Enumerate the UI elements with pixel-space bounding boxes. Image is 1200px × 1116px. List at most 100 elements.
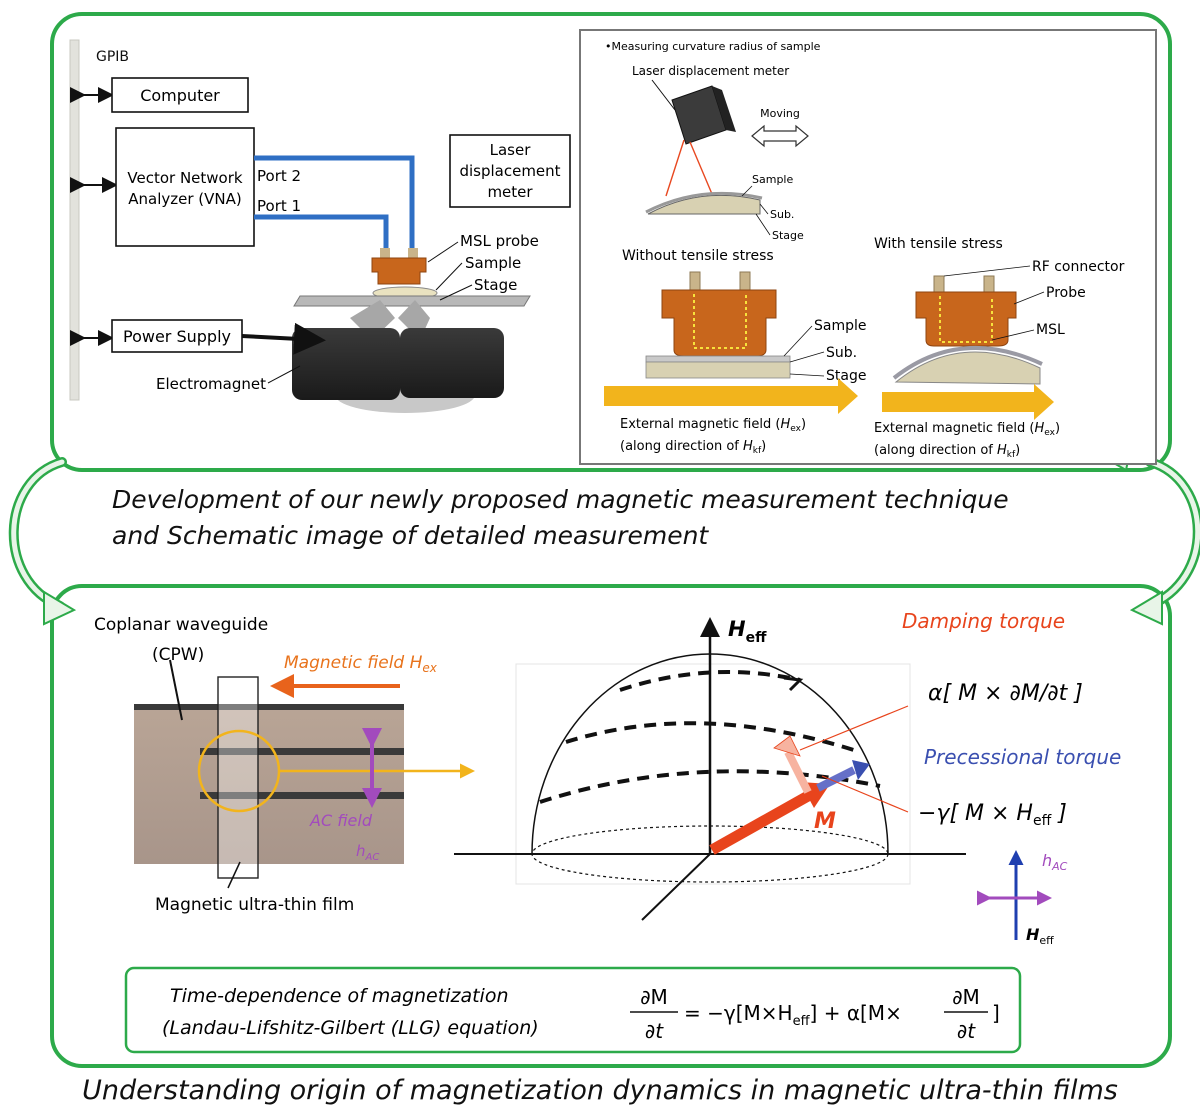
leader-line bbox=[651, 79, 676, 111]
top-frame bbox=[50, 12, 1172, 472]
field-arrow-with bbox=[882, 384, 1054, 420]
legend-heff-label: Heff bbox=[1026, 925, 1054, 947]
sample-label: Sample bbox=[465, 254, 521, 272]
leader-line bbox=[435, 262, 463, 291]
bottom-caption: Understanding origin of magnetization dy… bbox=[82, 1075, 1118, 1106]
llg-line-1: Time-dependence of magnetization bbox=[170, 985, 508, 1007]
cpw-schematic: Coplanar waveguide (CPW) Magnetic field … bbox=[94, 615, 475, 915]
precession-panel bbox=[515, 663, 911, 885]
damping-leader bbox=[799, 705, 909, 751]
laser-meter-side bbox=[712, 86, 736, 132]
precession-orbit bbox=[619, 670, 801, 692]
substrate-layer bbox=[645, 361, 791, 379]
without-stage-label: Stage bbox=[826, 368, 866, 384]
moving-arrow bbox=[751, 124, 809, 148]
curved-film bbox=[645, 191, 763, 214]
leader-line bbox=[741, 185, 753, 197]
laser-meter-label: Laser displacement meter bbox=[632, 64, 789, 78]
leader-line bbox=[227, 861, 241, 889]
llg-line-2: (Landau-Lifshitz-Gilbert (LLG) equation) bbox=[162, 1017, 539, 1039]
depth-axis bbox=[641, 853, 711, 921]
precessional-torque-head bbox=[852, 760, 870, 780]
electromagnet-label: Electromagnet bbox=[156, 375, 266, 393]
legend-hac-label: hAC bbox=[1042, 851, 1068, 873]
power-supply-box bbox=[111, 319, 243, 353]
msl-line bbox=[939, 296, 993, 343]
gpib-bus bbox=[69, 39, 80, 401]
stage-plate bbox=[293, 295, 531, 307]
probe-without-stress bbox=[661, 289, 777, 357]
precession-orbit bbox=[565, 721, 861, 754]
ac-field-label: AC field bbox=[309, 811, 373, 830]
cycle-arrow-right bbox=[1109, 450, 1200, 626]
damping-torque-label: Damping torque bbox=[902, 609, 1065, 633]
precession-orbit bbox=[539, 769, 881, 804]
h-ac-label: hAC bbox=[356, 842, 379, 863]
cpw-title-2: (CPW) bbox=[152, 645, 204, 665]
laser-box-label-1: Laser bbox=[490, 141, 532, 159]
film-label: Magnetic ultra-thin film bbox=[155, 895, 354, 915]
gpib-label: GPIB bbox=[96, 49, 129, 65]
lhs-numerator: ∂M bbox=[640, 985, 668, 1009]
setup-schematic: GPIB Computer Vector Network Analyzer (V… bbox=[69, 39, 571, 413]
leader-line bbox=[439, 284, 473, 301]
middle-caption-line-1: Development of our newly proposed magnet… bbox=[112, 485, 1009, 514]
moving-label: Moving bbox=[760, 107, 800, 120]
ext-field-label-1: External magnetic field (Hex) bbox=[620, 417, 806, 434]
computer-box bbox=[111, 77, 249, 113]
leader-line bbox=[783, 325, 813, 357]
without-sub-label: Sub. bbox=[826, 345, 857, 361]
leader-line bbox=[169, 659, 183, 721]
rf-connector bbox=[983, 275, 995, 295]
damping-torque-arrow bbox=[784, 750, 812, 794]
port2-cable bbox=[254, 155, 415, 250]
cpw-title-1: Coplanar waveguide bbox=[94, 615, 268, 635]
magnetization-vector bbox=[709, 791, 811, 855]
laser-box-label-3: meter bbox=[487, 183, 533, 201]
leader-line bbox=[267, 365, 301, 384]
power-supply-label: Power Supply bbox=[123, 327, 231, 346]
probe-connector bbox=[380, 248, 390, 260]
bent-film bbox=[892, 346, 1043, 380]
rf-connector-label: RF connector bbox=[1032, 259, 1125, 275]
electromagnet-coil bbox=[400, 328, 504, 398]
leader-line bbox=[759, 203, 769, 215]
middle-caption: Development of our newly proposed magnet… bbox=[112, 482, 1009, 554]
computer-label: Computer bbox=[140, 86, 220, 105]
middle-caption-line-2: and Schematic image of detailed measurem… bbox=[112, 521, 709, 550]
leader-line bbox=[789, 351, 825, 363]
precession-equation: −γ[ M × Heff ] bbox=[918, 801, 1067, 829]
lhs-denominator: ∂t bbox=[645, 1019, 664, 1043]
ext-field-label-4: (along direction of Hkf) bbox=[874, 443, 1020, 460]
llg-rhs-1: = −γ[M×Heff] + α[M× bbox=[684, 1001, 902, 1029]
llg-equation-box: Time-dependence of magnetization (Landau… bbox=[124, 966, 1022, 1054]
stage-label: Stage bbox=[474, 276, 517, 294]
damping-equation: α[ M × ∂M/∂t ] bbox=[928, 681, 1083, 706]
msl-label: MSL bbox=[1036, 322, 1065, 338]
precession-leader bbox=[821, 775, 909, 813]
laser-beam bbox=[689, 141, 713, 195]
msl-line bbox=[693, 294, 747, 349]
leader-line bbox=[427, 241, 459, 263]
port1-cable bbox=[254, 214, 389, 250]
leader-line bbox=[789, 373, 825, 377]
rhs-denominator: ∂t bbox=[957, 1019, 976, 1043]
vna-box bbox=[115, 127, 255, 247]
probe-connector bbox=[408, 248, 418, 260]
magnetic-field-label: Magnetic field Hex bbox=[284, 653, 438, 675]
cpw-signal-line bbox=[200, 748, 404, 755]
power-cable bbox=[241, 322, 326, 355]
without-stress-label: Without tensile stress bbox=[622, 248, 774, 264]
inset-sub-label: Sub. bbox=[770, 208, 794, 221]
msl-probe bbox=[371, 257, 427, 285]
leader-line bbox=[1013, 291, 1045, 305]
ultra-thin-film-strip bbox=[217, 676, 259, 879]
vna-label-1: Vector Network bbox=[127, 169, 243, 187]
cpw-substrate bbox=[134, 704, 404, 864]
msl-probe-label: MSL probe bbox=[460, 232, 539, 250]
damping-torque-head bbox=[773, 735, 801, 757]
rhs-close-bracket: ] bbox=[992, 1001, 1000, 1025]
ext-field-label-2: (along direction of Hkf) bbox=[620, 439, 766, 456]
curvature-inset: •Measuring curvature radius of sample La… bbox=[579, 29, 1157, 465]
